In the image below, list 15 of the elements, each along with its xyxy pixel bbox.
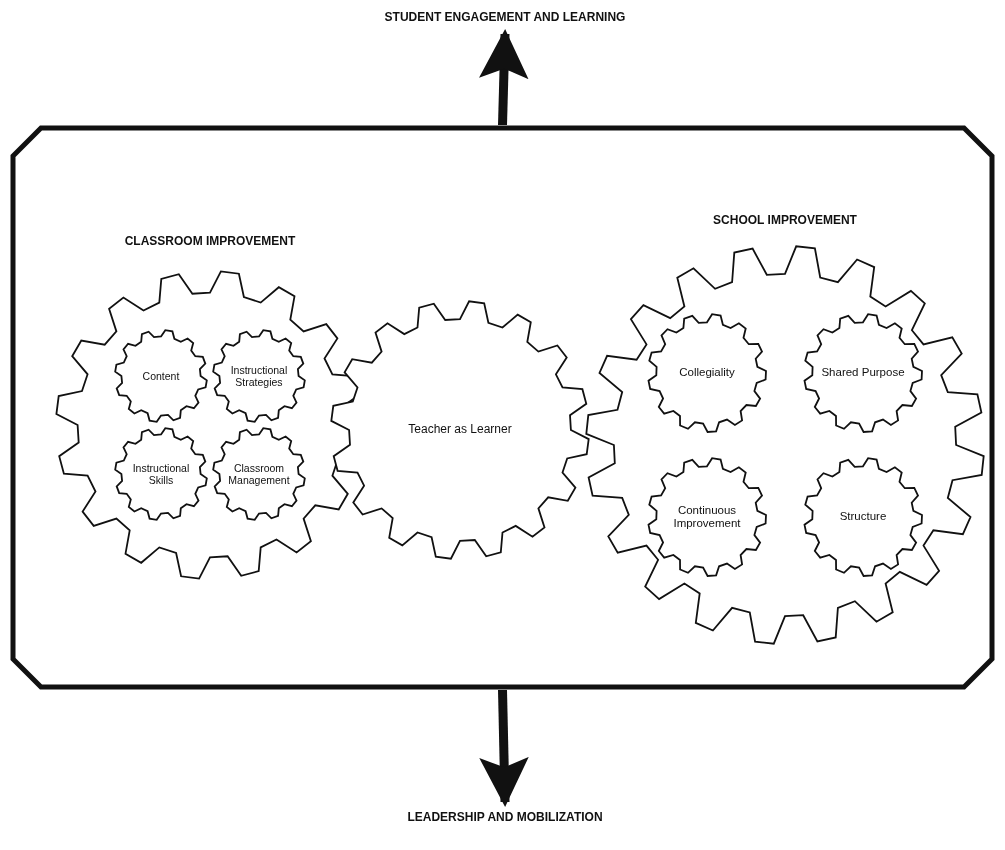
gear-label: Teacher as Learner <box>407 423 513 437</box>
gear-label: Instructional Strategies <box>229 363 289 389</box>
section-heading: SCHOOL IMPROVEMENT <box>712 213 858 227</box>
gear-label: Instructional Skills <box>131 461 191 487</box>
outcome-label: STUDENT ENGAGEMENT AND LEARNING <box>383 10 627 24</box>
arrow <box>479 689 529 807</box>
section-heading: CLASSROOM IMPROVEMENT <box>123 234 297 248</box>
gear-label: Collegiality <box>678 366 736 380</box>
gear-label: Content <box>141 369 181 383</box>
gear-label: Structure <box>838 510 888 524</box>
outcome-label: LEADERSHIP AND MOBILIZATION <box>406 810 604 824</box>
gear-label: Shared Purpose <box>820 366 906 380</box>
gear-label: Continuous Improvement <box>672 503 742 531</box>
gear-label: Classroom Management <box>227 461 291 487</box>
arrow <box>479 29 529 126</box>
